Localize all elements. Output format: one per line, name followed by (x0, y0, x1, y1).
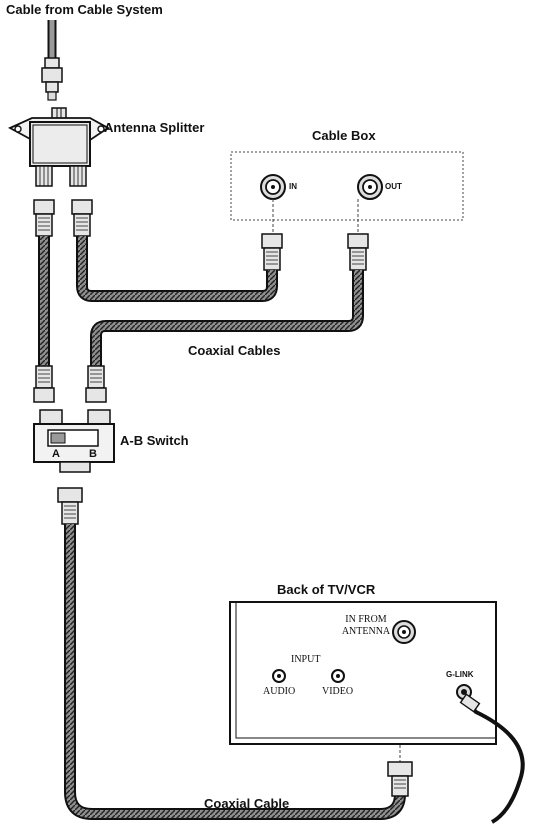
glink-label: G-LINK (446, 670, 474, 679)
glink-cable (459, 693, 525, 824)
switch-b-label: B (89, 448, 97, 460)
antenna-splitter (7, 107, 110, 187)
switch-input-connectors (33, 365, 107, 403)
cable-box-in-label: IN (289, 182, 297, 191)
coaxial-cable-label: Coaxial Cable (204, 796, 290, 811)
cable-box-out-label: OUT (385, 182, 402, 191)
antenna-splitter-label: Antenna Splitter (104, 120, 205, 135)
input-label: INPUT (291, 654, 321, 665)
ab-switch-label: A-B Switch (120, 433, 189, 448)
switch-a-label: A (52, 448, 60, 460)
coaxial-cable-long (64, 524, 406, 820)
tv-vcr-back-panel (229, 601, 497, 745)
cable-box-connectors (261, 233, 369, 271)
coaxial-cables-braided (38, 236, 364, 366)
ab-switch (33, 409, 115, 473)
audio-label: AUDIO (263, 686, 296, 697)
splitter-output-connectors (33, 199, 93, 237)
coaxial-cables-label: Coaxial Cables (188, 343, 281, 358)
switch-output-connector (57, 487, 83, 525)
in-from-label: IN FROM (345, 614, 387, 625)
incoming-cable (41, 20, 63, 101)
tv-vcr-label: Back of TV/VCR (277, 582, 376, 597)
video-label: VIDEO (322, 686, 354, 697)
cable-source-label: Cable from Cable System (6, 2, 163, 17)
antenna-label: ANTENNA (341, 626, 391, 637)
cable-box (230, 151, 464, 234)
cable-box-label: Cable Box (312, 128, 376, 143)
